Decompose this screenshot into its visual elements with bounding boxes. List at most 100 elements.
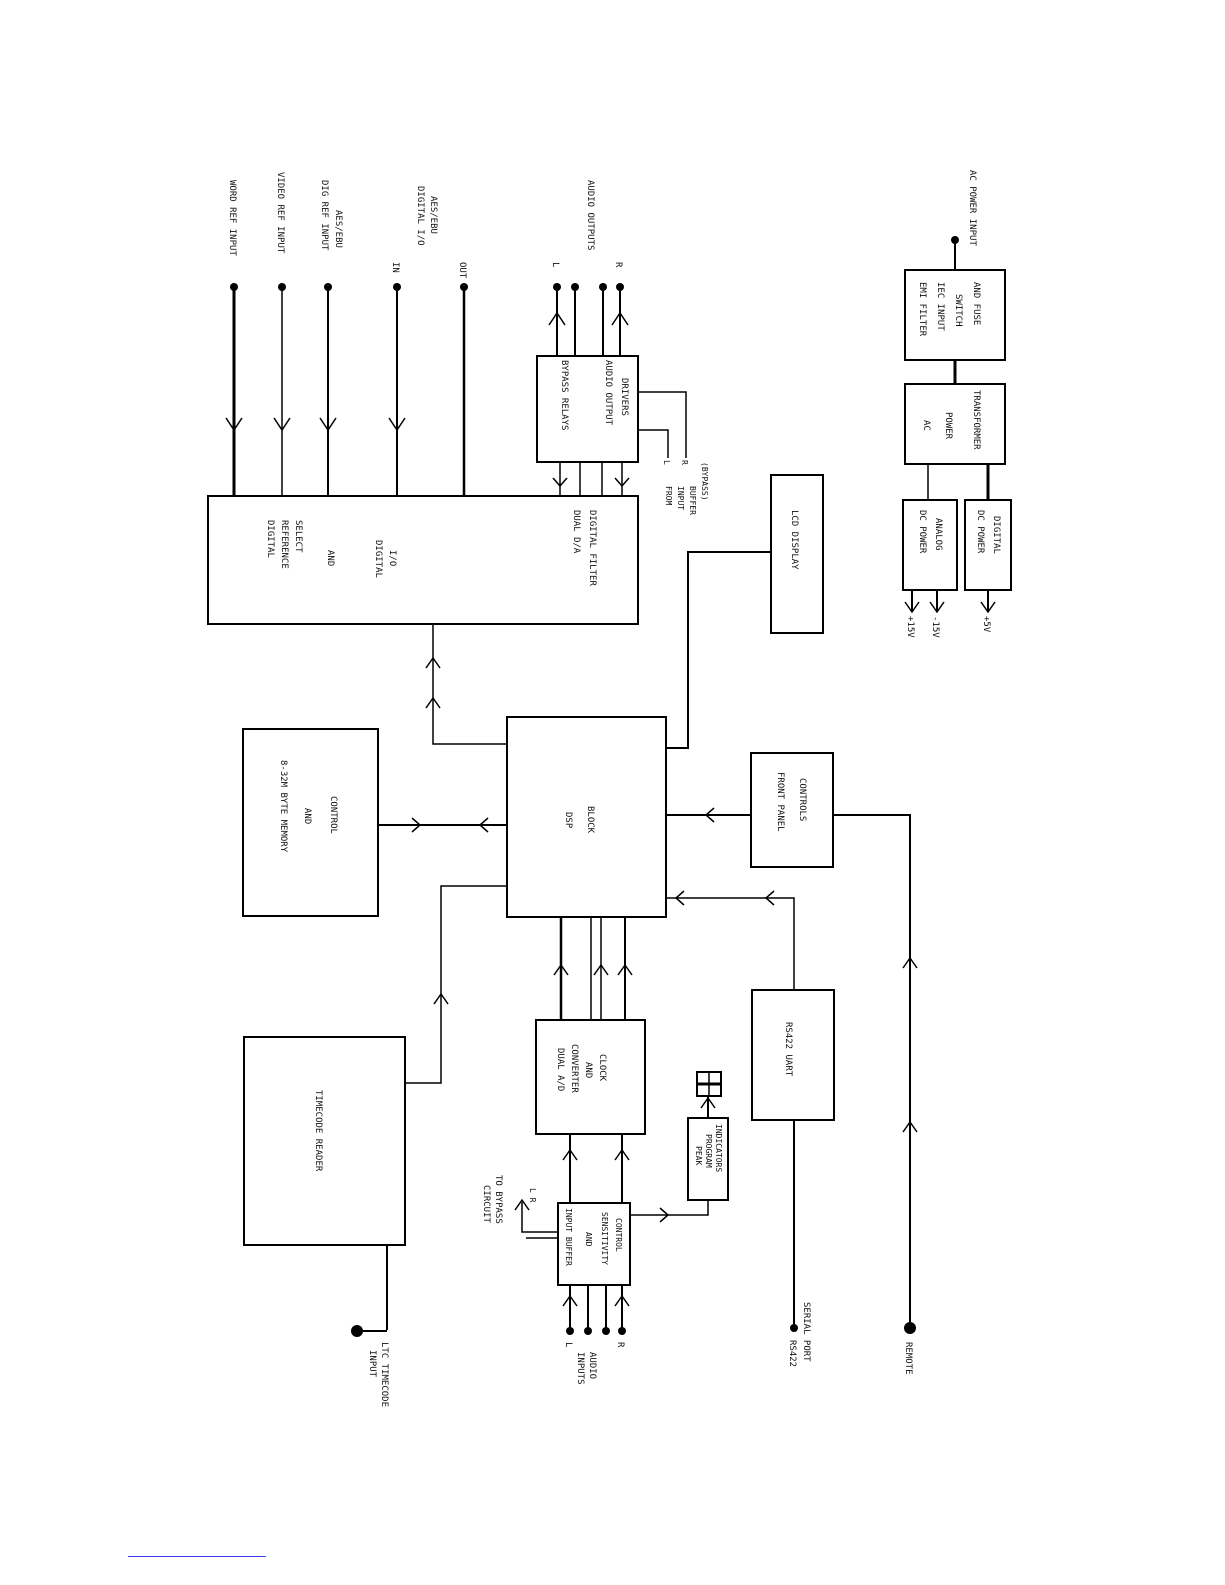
svg-text:LCD DISPLAY: LCD DISPLAY xyxy=(789,510,799,570)
block-input-buffer: INPUT BUFFER AND SENSITIVITY CONTROL xyxy=(557,1202,631,1286)
aes-ref-label-2: DIG REF INPUT xyxy=(319,180,329,251)
to-bypass-lr: L R xyxy=(528,1188,537,1203)
digital-ref-line-5: DIGITAL xyxy=(373,540,383,578)
svg-text:AND: AND xyxy=(584,1232,593,1247)
from-input-labels: FROM INPUT BUFFER (BYPASS) L R xyxy=(662,460,709,515)
svg-text:8-32M BYTE MEMORY: 8-32M BYTE MEMORY xyxy=(278,760,288,853)
aes-io-label-1: AES/EBU xyxy=(428,196,438,234)
svg-text:+5V: +5V xyxy=(981,616,991,633)
dual-da-line-2: DIGITAL FILTER xyxy=(587,510,597,586)
svg-text:PROGRAM: PROGRAM xyxy=(704,1134,713,1168)
svg-text:INPUT: INPUT xyxy=(676,486,685,510)
digital-ref-line-2: REFERENCE xyxy=(279,520,289,569)
svg-text:PEAK: PEAK xyxy=(694,1146,703,1165)
svg-text:RS422 UART: RS422 UART xyxy=(783,1022,793,1077)
svg-text:FRONT PANEL: FRONT PANEL xyxy=(775,772,785,832)
block-peak-indicators: PEAK PROGRAM INDICATORS xyxy=(687,1117,729,1201)
word-ref-label: WORD REF INPUT xyxy=(227,180,237,256)
svg-text:CONTROLS: CONTROLS xyxy=(797,778,807,821)
svg-text:+15V: +15V xyxy=(905,616,915,638)
svg-text:DRIVERS: DRIVERS xyxy=(619,378,629,416)
svg-text:INDICATORS: INDICATORS xyxy=(714,1124,723,1172)
svg-text:TIMECODE READER: TIMECODE READER xyxy=(313,1090,323,1172)
in-label: IN xyxy=(390,262,400,273)
svg-text:DIGITAL: DIGITAL xyxy=(991,516,1001,554)
audio-inputs-label-1: AUDIO xyxy=(587,1352,597,1379)
svg-text:DC POWER: DC POWER xyxy=(917,510,927,554)
svg-text:DC POWER: DC POWER xyxy=(975,510,985,554)
svg-text:TRANSFORMER: TRANSFORMER xyxy=(971,390,981,450)
block-dsp: DSP BLOCK xyxy=(506,716,667,918)
to-bypass-label-1: TO BYPASS xyxy=(493,1175,503,1224)
digital-ref-line-6: I/O xyxy=(387,550,397,566)
block-dual-adc: DUAL A/D CONVERTER AND CLOCK xyxy=(535,1019,646,1135)
block-dc-digital: DC POWER DIGITAL xyxy=(964,499,1012,591)
to-bypass-label-2: CIRCUIT xyxy=(481,1185,491,1224)
audio-inputs-label-2: INPUTS xyxy=(575,1352,585,1385)
svg-text:INPUT BUFFER: INPUT BUFFER xyxy=(564,1208,573,1266)
out-label: OUT xyxy=(457,262,467,279)
block-memory: 8-32M BYTE MEMORY AND CONTROL xyxy=(242,728,379,917)
svg-text:SENSITIVITY: SENSITIVITY xyxy=(600,1212,609,1265)
ltc-label-1: LTC TIMECODE xyxy=(379,1342,389,1407)
svg-text:R: R xyxy=(615,1342,625,1348)
svg-text:BYPASS RELAYS: BYPASS RELAYS xyxy=(559,360,569,430)
svg-text:CONVERTER: CONVERTER xyxy=(569,1044,579,1093)
svg-text:CONTROL: CONTROL xyxy=(328,796,338,834)
block-dc-analog: DC POWER ANALOG xyxy=(902,499,958,591)
svg-text:BUFFER: BUFFER xyxy=(688,486,697,515)
block-rs422-uart: RS422 UART xyxy=(751,989,835,1121)
svg-text:EMI FILTER: EMI FILTER xyxy=(917,282,927,337)
svg-text:CONTROL: CONTROL xyxy=(614,1218,623,1252)
ltc-label-2: INPUT xyxy=(367,1350,377,1378)
svg-text:AUDIO OUTPUT: AUDIO OUTPUT xyxy=(603,360,613,426)
svg-text:CLOCK: CLOCK xyxy=(597,1054,607,1082)
svg-text:DUAL A/D: DUAL A/D xyxy=(555,1048,565,1091)
out-l-label: L xyxy=(550,262,560,267)
svg-text:-15V: -15V xyxy=(930,616,940,638)
block-digital-reference: DIGITAL REFERENCE SELECT AND DIGITAL I/O… xyxy=(207,495,639,625)
digital-ref-line-3: SELECT xyxy=(293,520,303,553)
svg-text:AC: AC xyxy=(921,420,931,431)
top-input-labels: WORD REF INPUT VIDEO REF INPUT AES/EBU D… xyxy=(227,172,623,279)
svg-text:AND: AND xyxy=(583,1062,593,1078)
bottom-labels: LTC TIMECODE INPUT AUDIO INPUTS L R TO B… xyxy=(367,1175,913,1407)
connection-lines xyxy=(225,240,996,1330)
svg-text:AND: AND xyxy=(302,808,312,824)
block-lcd-display: LCD DISPLAY xyxy=(770,474,824,634)
aes-ref-label-1: AES/EBU xyxy=(333,210,343,248)
ac-input-label: AC POWER INPUT xyxy=(967,170,977,246)
block-emi-filter: EMI FILTER IEC INPUT SWITCH AND FUSE xyxy=(904,269,1006,361)
aes-io-label-2: DIGITAL I/O xyxy=(415,186,425,246)
svg-text:SWITCH: SWITCH xyxy=(953,294,963,327)
svg-text:DSP: DSP xyxy=(563,812,573,829)
svg-text:IEC INPUT: IEC INPUT xyxy=(935,282,945,331)
block-front-panel: FRONT PANEL CONTROLS xyxy=(750,752,834,868)
svg-text:L: L xyxy=(563,1342,573,1347)
svg-text:(BYPASS): (BYPASS) xyxy=(700,462,709,501)
dual-da-line-1: DUAL D/A xyxy=(571,510,581,554)
svg-text:ANALOG: ANALOG xyxy=(933,518,943,551)
svg-text:AND FUSE: AND FUSE xyxy=(971,282,981,325)
block-timecode-reader: TIMECODE READER xyxy=(243,1036,406,1246)
out-r-label: R xyxy=(613,262,623,268)
digital-ref-line-4: AND xyxy=(325,550,335,566)
svg-text:BLOCK: BLOCK xyxy=(585,806,595,834)
svg-text:L: L xyxy=(662,460,671,465)
svg-text:POWER: POWER xyxy=(943,412,953,440)
terminal-dots xyxy=(230,236,959,1337)
audio-outputs-label: AUDIO OUTPUTS xyxy=(585,180,595,250)
page-link-underline[interactable] xyxy=(128,1556,266,1557)
svg-text:R: R xyxy=(680,460,689,465)
digital-ref-line-1: DIGITAL xyxy=(265,520,275,558)
led-indicator-glyph xyxy=(696,1071,722,1097)
svg-text:FROM: FROM xyxy=(664,486,673,505)
remote-label: REMOTE xyxy=(903,1342,913,1375)
rs422-label: RS422 xyxy=(787,1340,797,1367)
video-ref-label: VIDEO REF INPUT xyxy=(275,172,285,254)
power-labels: AC POWER INPUT +15V -15V +5V xyxy=(905,170,991,638)
serial-port-label: SERIAL PORT xyxy=(801,1302,811,1362)
block-ac-power: AC POWER TRANSFORMER xyxy=(904,383,1006,465)
block-bypass-relays: BYPASS RELAYS AUDIO OUTPUT DRIVERS xyxy=(536,355,639,463)
